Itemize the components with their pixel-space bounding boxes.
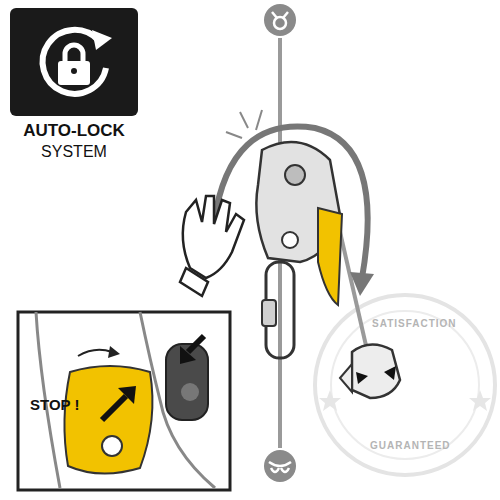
icon-subtitle: SYSTEM — [10, 143, 138, 161]
watermark: GUARANTEED — [370, 440, 451, 451]
rotation-arrow — [214, 127, 368, 278]
carabiner — [262, 262, 294, 358]
impact-burst — [226, 110, 262, 138]
brake-hand — [340, 344, 400, 398]
inset-frame — [18, 312, 230, 490]
watermark: SATISFACTION — [372, 318, 457, 329]
belayer-symbol — [264, 450, 296, 482]
stop-callout: STOP ! — [30, 397, 79, 414]
carabiner-lock — [262, 300, 276, 326]
padlock-shackle — [65, 45, 83, 62]
symbol-knot — [274, 17, 286, 29]
guide-hand — [180, 196, 244, 296]
cam-turn-arrow-head — [108, 346, 120, 358]
pinch-arrow — [188, 336, 204, 352]
seal-ring — [331, 311, 479, 459]
inset-cam — [64, 366, 152, 474]
device-pivot — [285, 165, 305, 185]
padlock-keyhole — [71, 68, 77, 74]
auto-lock-icon — [10, 8, 138, 116]
wrist-cuff — [180, 268, 208, 296]
handle — [318, 208, 342, 305]
pinch-arrow-head — [180, 346, 196, 364]
watermark-seal — [315, 295, 495, 475]
squeeze-arrow — [384, 366, 396, 380]
icon-box — [10, 8, 138, 116]
symbol-disc — [264, 4, 296, 36]
cam-axle — [102, 436, 122, 456]
seal-star — [319, 390, 341, 411]
climber-symbol — [264, 4, 296, 36]
seal-ring — [315, 295, 495, 475]
hand-thumb — [340, 364, 352, 392]
symbol-lines — [272, 12, 288, 18]
hand — [183, 196, 244, 278]
burst-line — [256, 110, 262, 130]
rotation-arrow-head — [350, 272, 374, 296]
icon-title: AUTO-LOCK — [10, 122, 138, 141]
symbol-disc — [264, 450, 296, 482]
cam-inset — [18, 312, 230, 490]
pinch-arrow-head — [118, 386, 136, 404]
burst-line — [226, 132, 242, 138]
harness-icon — [269, 462, 291, 472]
device-hole — [282, 232, 298, 248]
seal-star — [469, 390, 491, 411]
squeeze-arrow — [356, 372, 368, 384]
inset-rope-section — [166, 344, 208, 420]
belay-device — [256, 142, 342, 305]
padlock-body — [58, 61, 90, 85]
rotate-arrow-head — [92, 30, 112, 50]
hand — [352, 344, 400, 398]
burst-line — [240, 112, 248, 128]
pinch-arrow — [102, 396, 126, 420]
cam-turn-arrow — [78, 350, 112, 356]
rope-core — [181, 383, 199, 401]
